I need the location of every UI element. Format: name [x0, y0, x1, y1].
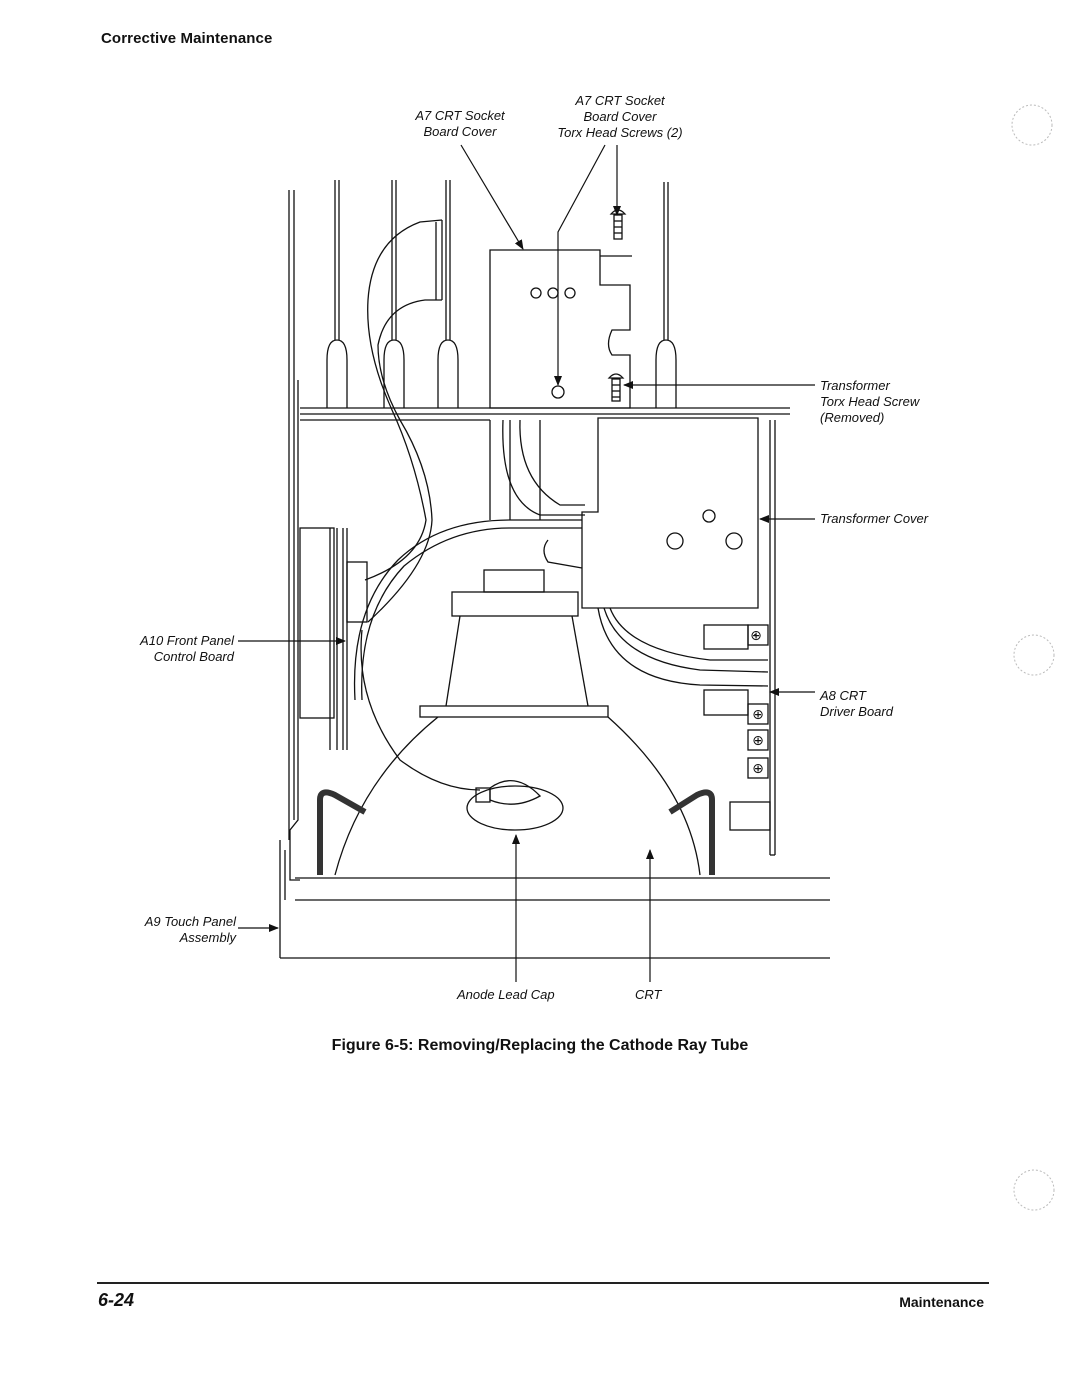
a7-socket-board-cover [489, 249, 632, 409]
footer-section: Maintenance [899, 1294, 984, 1310]
front-panel-board [299, 527, 368, 750]
page-number: 6-24 [98, 1290, 135, 1310]
label-a7-cover: A7 CRT Socket Board Cover [415, 108, 505, 139]
svg-text:⊕: ⊕ [752, 761, 764, 777]
label-a7-screws: A7 CRT Socket Board Cover Torx Head Scre… [557, 93, 683, 140]
label-touch-panel: A9 Touch Panel Assembly [144, 914, 236, 945]
rod-connectors [326, 339, 677, 408]
torx-screw-top [609, 209, 627, 240]
ribbon-cable [364, 219, 443, 623]
binder-holes [1011, 104, 1055, 1211]
vertical-rods [334, 180, 669, 340]
central-column [489, 419, 585, 520]
label-transformer-cover: Transformer Cover [820, 511, 929, 526]
footer-rule [97, 1282, 989, 1284]
section-header: Corrective Maintenance [101, 30, 273, 47]
svg-text:⊕: ⊕ [752, 707, 764, 723]
label-anode-cap: Anode Lead Cap [457, 987, 555, 1002]
torx-screw-transformer [607, 373, 625, 402]
label-crt: CRT [635, 987, 662, 1002]
base-plate [279, 877, 830, 959]
label-front-panel: A10 Front Panel Control Board [140, 633, 234, 664]
crt-driver-board [703, 624, 771, 831]
label-transformer-screw: Transformer Torx Head Screw (Removed) [820, 378, 920, 425]
callout-leaders [238, 144, 815, 982]
chassis-frame [279, 190, 300, 900]
svg-text:⊕: ⊕ [750, 628, 762, 644]
yoke-brackets [317, 789, 715, 875]
transformer-cover [581, 417, 776, 856]
crt-cables [353, 519, 769, 791]
svg-text:⊕: ⊕ [752, 733, 764, 749]
crt-tube [334, 569, 701, 876]
figure-caption: Figure 6-5: Removing/Replacing the Catho… [331, 1037, 749, 1054]
label-crt-driver: A8 CRT Driver Board [820, 688, 893, 719]
anode-lead-cap [466, 780, 564, 831]
